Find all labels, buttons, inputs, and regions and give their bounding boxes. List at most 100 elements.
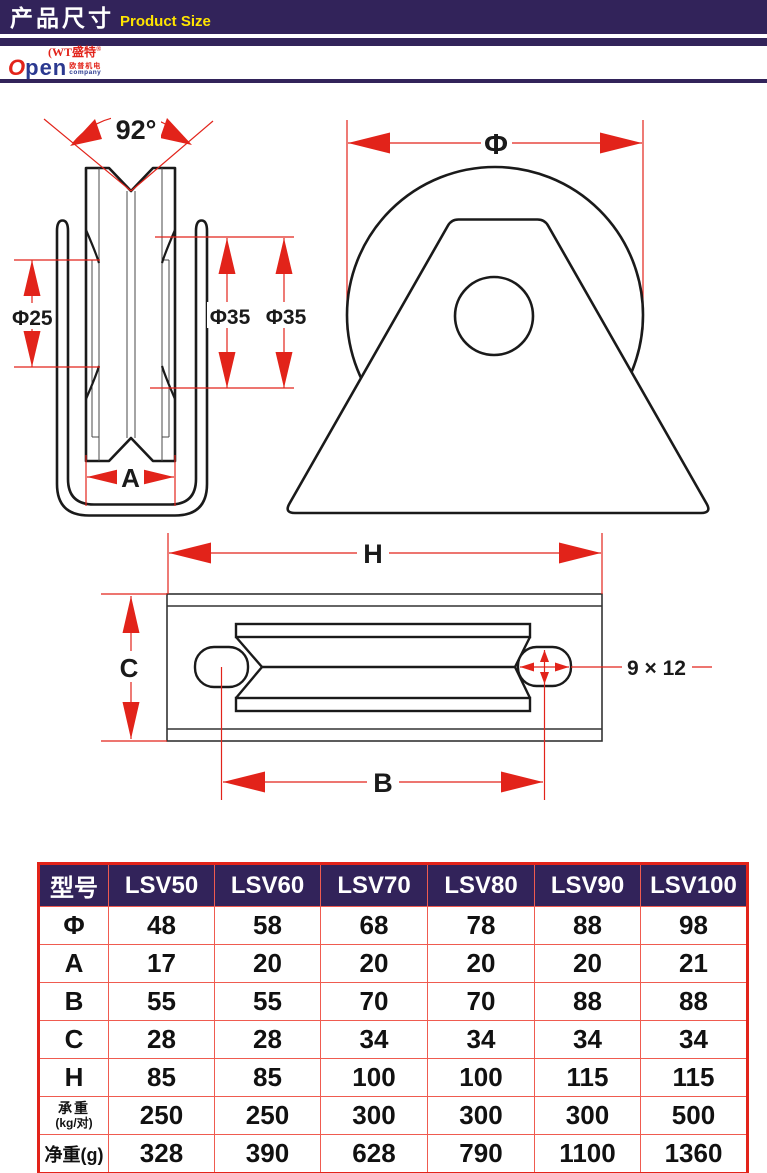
angle-dim-label: 92° — [116, 115, 157, 145]
span-dim-label: B — [373, 768, 393, 798]
value-cell: 48 — [108, 906, 215, 945]
size-table: 型号 LSV50 LSV60 LSV70 LSV80 LSV90 LSV100 … — [37, 862, 749, 1173]
value-cell: 628 — [320, 1134, 428, 1173]
load-label-line1: 承重 — [58, 1100, 90, 1117]
side-bracket-outline — [55, 219, 209, 517]
load-label-line2: (kg/对) — [55, 1115, 93, 1130]
top-view: H C B 9 × 12 — [101, 533, 712, 800]
row-label: 承重 (kg/对) — [38, 1096, 109, 1135]
col-header: LSV70 — [320, 863, 428, 907]
value-cell: 17 — [108, 944, 215, 983]
row-label: Φ — [38, 906, 109, 945]
value-cell: 34 — [320, 1020, 428, 1059]
diameter-dim-label: Φ — [484, 129, 508, 161]
hub-dim-label-2: Φ35 — [266, 306, 307, 329]
page-title-en: Product Size — [120, 13, 211, 30]
row-label: C — [38, 1020, 109, 1059]
bore-dim-label: Φ25 — [12, 307, 53, 330]
value-cell: 20 — [534, 944, 641, 983]
table-row-b: B 55 55 70 70 88 88 — [38, 982, 748, 1021]
front-bracket-plate — [286, 218, 710, 515]
side-view: 92° Φ25 Φ35 Φ35 A — [11, 113, 309, 517]
col-header-model: 型号 — [38, 863, 109, 907]
col-header: LSV90 — [534, 863, 641, 907]
table-row-weight: 净重(g) 328 390 628 790 1100 1360 — [38, 1134, 748, 1173]
value-cell: 100 — [320, 1058, 428, 1097]
table-row-a: A 17 20 20 20 20 21 — [38, 944, 748, 983]
value-cell: 88 — [534, 906, 641, 945]
length-dim-label: H — [363, 539, 383, 569]
value-cell: 20 — [427, 944, 535, 983]
value-cell: 500 — [640, 1096, 748, 1135]
logo-o-glyph: O — [8, 55, 26, 80]
value-cell: 85 — [214, 1058, 321, 1097]
value-cell: 34 — [640, 1020, 748, 1059]
brand-name-cn: (WT盛特® — [48, 45, 102, 59]
value-cell: 21 — [640, 944, 748, 983]
value-cell: 68 — [320, 906, 428, 945]
table-row-load: 承重 (kg/对) 250 250 300 300 300 500 — [38, 1096, 748, 1135]
col-header: LSV50 — [108, 863, 215, 907]
side-dimension-arrows — [23, 118, 293, 486]
top-wheel-plan — [234, 622, 532, 713]
title-bar: 产品尺寸 Product Size — [0, 0, 767, 34]
table-row-c: C 28 28 34 34 34 34 — [38, 1020, 748, 1059]
value-cell: 300 — [534, 1096, 641, 1135]
value-cell: 98 — [640, 906, 748, 945]
registered-mark: ® — [96, 45, 102, 53]
value-cell: 1100 — [534, 1134, 641, 1173]
value-cell: 85 — [108, 1058, 215, 1097]
page-title: 产品尺寸 — [10, 5, 114, 31]
value-cell: 300 — [427, 1096, 535, 1135]
hub-dim-label-1: Φ35 — [210, 306, 251, 329]
width-dim-label: A — [121, 463, 140, 493]
value-cell: 70 — [320, 982, 428, 1021]
logo-sub-en: company — [69, 69, 102, 77]
value-cell: 1360 — [640, 1134, 748, 1173]
front-view: Φ — [286, 120, 710, 515]
table-header-row: 型号 LSV50 LSV60 LSV70 LSV80 LSV90 LSV100 — [38, 863, 748, 907]
top-dimension-labels: H C B 9 × 12 — [113, 537, 690, 798]
front-dimension-arrows — [348, 132, 642, 154]
value-cell: 88 — [640, 982, 748, 1021]
logo-sub-cn: 欧普机电 — [69, 63, 102, 71]
value-cell: 28 — [214, 1020, 321, 1059]
divider-stripe-2 — [0, 79, 767, 83]
value-cell: 70 — [427, 982, 535, 1021]
value-cell: 20 — [320, 944, 428, 983]
row-label: H — [38, 1058, 109, 1097]
value-cell: 58 — [214, 906, 321, 945]
value-cell: 28 — [108, 1020, 215, 1059]
value-cell: 78 — [427, 906, 535, 945]
value-cell: 328 — [108, 1134, 215, 1173]
side-dimension-labels: 92° Φ25 Φ35 Φ35 A — [11, 113, 309, 493]
row-label: B — [38, 982, 109, 1021]
divider-stripe — [0, 38, 767, 46]
value-cell: 100 — [427, 1058, 535, 1097]
row-label: 净重(g) — [38, 1134, 109, 1173]
top-plate-inner-lines — [167, 605, 602, 730]
value-cell: 250 — [214, 1096, 321, 1135]
logo-pen-text: pen — [25, 55, 68, 80]
value-cell: 34 — [427, 1020, 535, 1059]
technical-drawing: 92° Φ25 Φ35 Φ35 A — [11, 113, 712, 800]
height-dim-label: C — [120, 653, 139, 683]
front-extension-lines — [346, 120, 644, 330]
value-cell: 790 — [427, 1134, 535, 1173]
value-cell: 34 — [534, 1020, 641, 1059]
value-cell: 115 — [640, 1058, 748, 1097]
value-cell: 88 — [534, 982, 641, 1021]
front-axle-hole — [453, 275, 535, 357]
table-row-diameter: Φ 48 58 68 78 88 98 — [38, 906, 748, 945]
col-header: LSV80 — [427, 863, 535, 907]
top-dimension-arrows — [122, 542, 601, 793]
side-flange-fillets — [84, 229, 177, 400]
slot-dim-label: 9 × 12 — [627, 657, 686, 680]
value-cell: 115 — [534, 1058, 641, 1097]
row-label: A — [38, 944, 109, 983]
value-cell: 55 — [214, 982, 321, 1021]
value-cell: 250 — [108, 1096, 215, 1135]
col-header: LSV100 — [640, 863, 748, 907]
